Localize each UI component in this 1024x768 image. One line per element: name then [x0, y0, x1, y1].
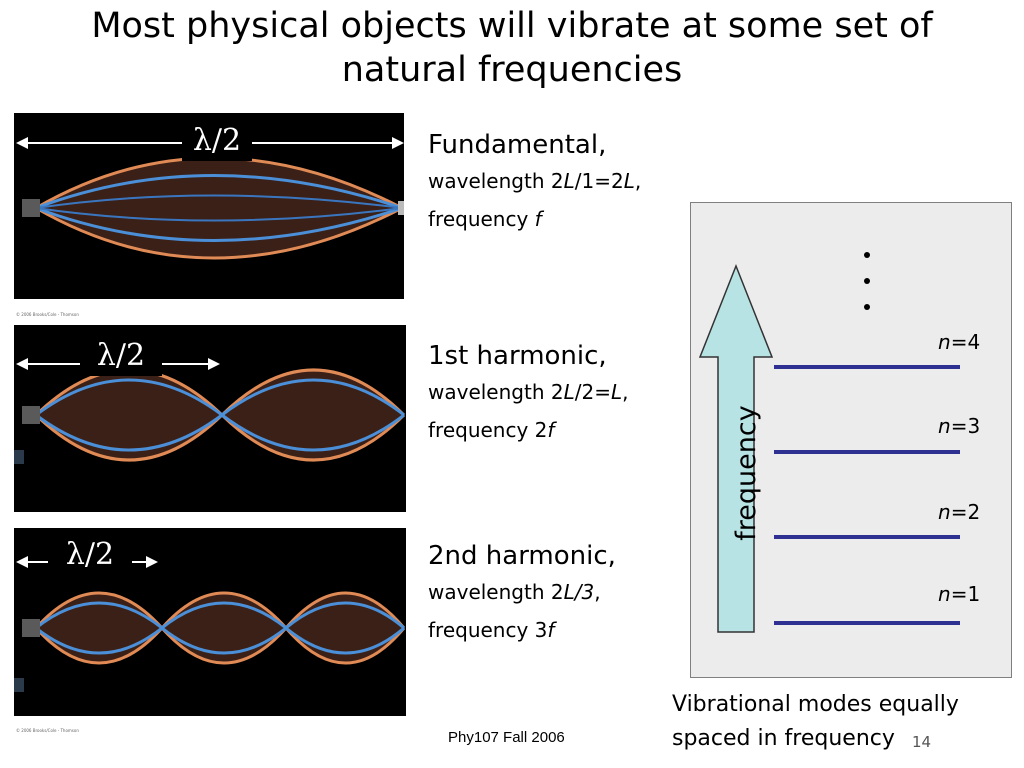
photo-credit: © 2006 Brooks/Cole - Thomson: [16, 728, 79, 733]
lambda-half-label: λ/2: [182, 121, 252, 161]
mode-name: 1st harmonic,: [428, 341, 607, 371]
title-line-1: Most physical objects will vibrate at so…: [91, 6, 933, 46]
panel-caption: Vibrational modes equally spaced in freq…: [672, 688, 959, 756]
wave-blue-line: [35, 601, 405, 655]
mode-name: 2nd harmonic,: [428, 541, 616, 571]
title-line-2: natural frequencies: [341, 50, 683, 90]
string-clamp: [22, 406, 40, 424]
wave-orange-line: [34, 591, 406, 665]
mode-wavelength: wavelength 2L/1=2L,: [428, 169, 642, 193]
wave-blue-line: [35, 207, 403, 222]
lambda-half-label: λ/2: [80, 336, 162, 376]
level-label-n3: n=3: [938, 414, 981, 438]
level-label-n4: n=4: [938, 330, 981, 354]
string-clamp: [22, 619, 40, 637]
string-clamp: [22, 199, 40, 217]
caption-line-2: spaced in frequency: [672, 726, 895, 751]
lambda-half-label: λ/2: [48, 535, 132, 575]
wave-blue-line: [35, 601, 405, 655]
ellipsis-dot: [864, 304, 870, 310]
slide-number: 14: [912, 733, 932, 751]
frequency-arrow-icon: [698, 263, 774, 633]
photo-credit: © 2006 Brooks/Cole - Thomson: [16, 312, 79, 317]
wave-blue-line: [35, 206, 403, 242]
slide-title: Most physical objects will vibrate at so…: [0, 4, 1024, 92]
wave-orange-line: [34, 591, 406, 665]
level-label-n1: n=1: [938, 582, 981, 606]
string-photo-1st-harmonic: [14, 325, 406, 512]
stand-base: [14, 450, 24, 464]
mode-frequency: frequency 3f: [428, 618, 555, 642]
caption-line-1: Vibrational modes equally: [672, 692, 959, 717]
slide-footer: Phy107 Fall 2006: [448, 729, 565, 746]
wave-blue-line: [35, 378, 405, 452]
mode-wavelength: wavelength 2L/2=L,: [428, 380, 629, 404]
wave-blue-line: [35, 194, 403, 209]
standing-wave-2-image: [14, 368, 406, 464]
mode-description-fundamental: Fundamental, wavelength 2L/1=2L, frequen…: [428, 128, 641, 238]
standing-wave-3-image: [14, 591, 406, 692]
mode-name: Fundamental,: [428, 130, 607, 160]
mode-wavelength: wavelength 2L/3,: [428, 580, 601, 604]
wave-trough-line: [35, 206, 403, 260]
stand-base: [14, 678, 24, 692]
ellipsis-dot: [864, 252, 870, 258]
frequency-levels-drawing: [698, 263, 960, 633]
mode-description-1st-harmonic: 1st harmonic, wavelength 2L/2=L, frequen…: [428, 339, 629, 449]
ellipsis-dot: [864, 278, 870, 284]
level-label-n2: n=2: [938, 500, 981, 524]
frequency-axis-label: frequency: [731, 405, 762, 541]
wave-blue-line: [35, 174, 403, 210]
mode-frequency: frequency f: [428, 207, 542, 231]
wave-envelope: [36, 158, 402, 258]
mode-frequency: frequency 2f: [428, 418, 555, 442]
mode-description-2nd-harmonic: 2nd harmonic, wavelength 2L/3, frequency…: [428, 539, 616, 649]
string-end-post: [398, 201, 404, 215]
